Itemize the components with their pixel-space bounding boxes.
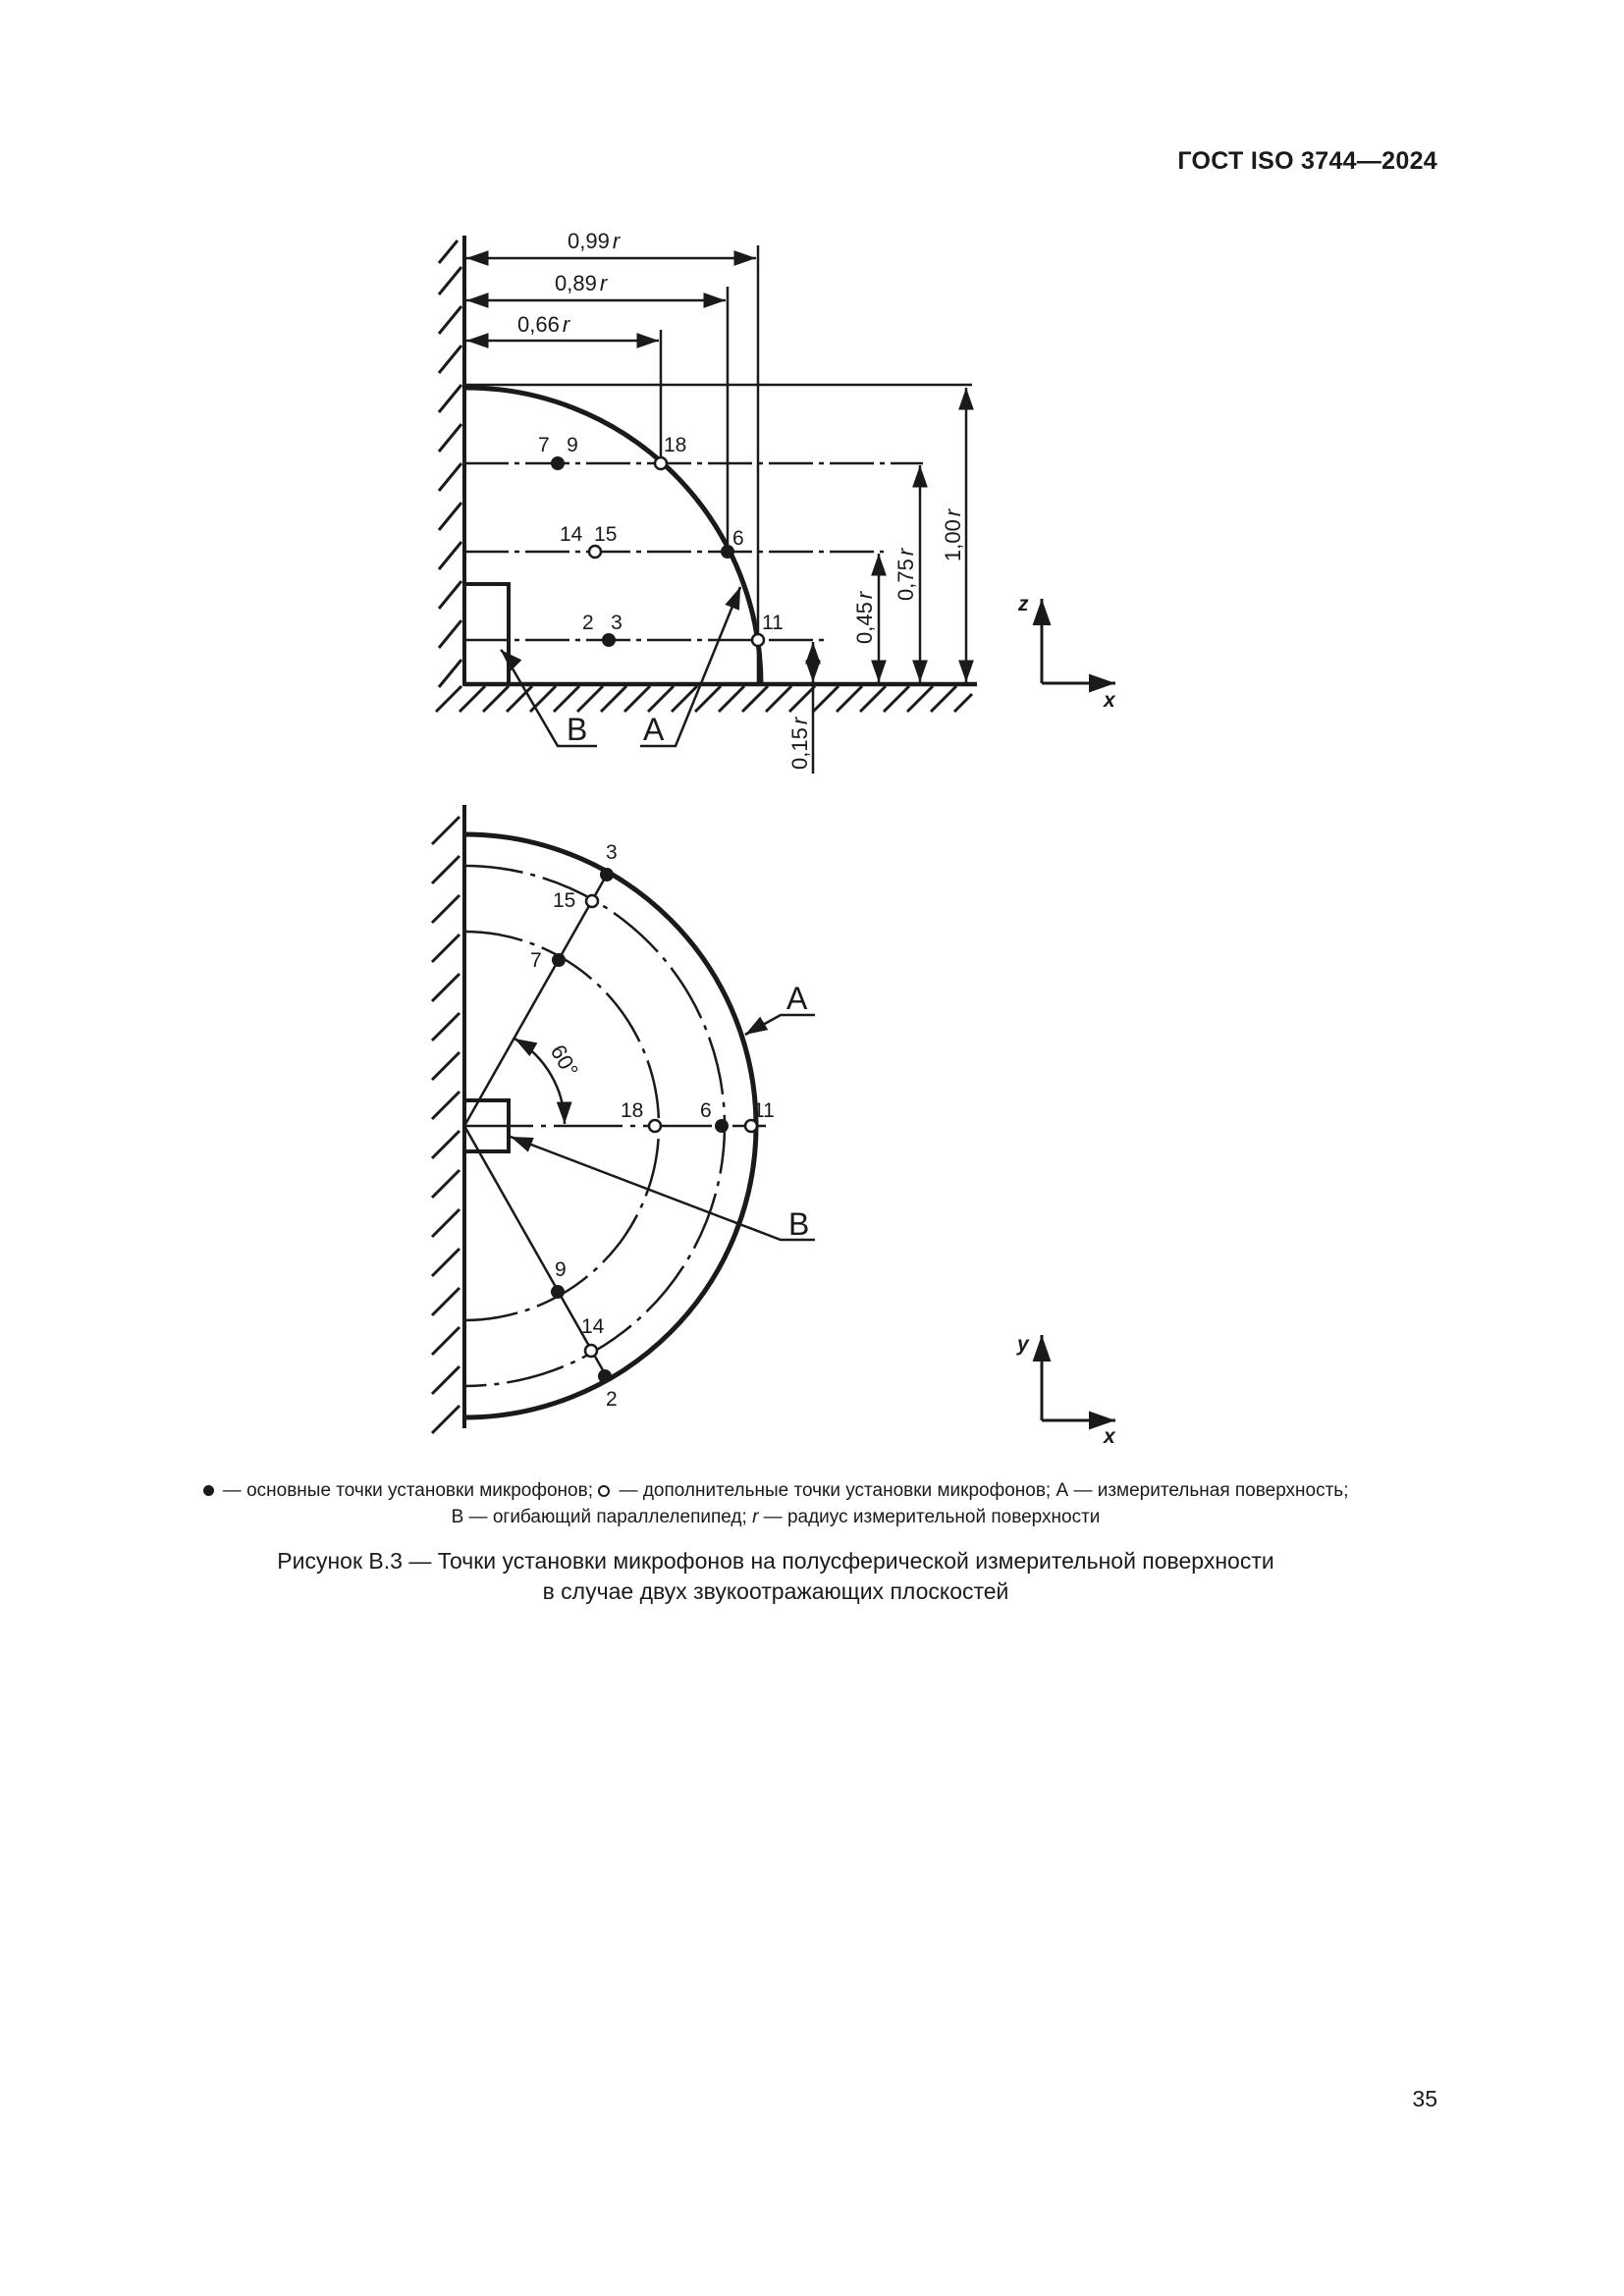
legend-line-2: В — огибающий параллелепипед; r — радиус… <box>451 1507 1101 1527</box>
mic-point-3 <box>600 868 614 881</box>
plan-view-diagram: 60° 3 15 7 18 6 11 9 14 2 A B y x <box>430 805 1116 1448</box>
svg-text:y: y <box>1016 1333 1030 1356</box>
svg-text:3: 3 <box>606 841 618 864</box>
mic-point-11 <box>750 632 766 648</box>
mic-point-6 <box>721 545 734 559</box>
callout-b-label: B <box>788 1206 809 1242</box>
svg-text:11: 11 <box>762 612 784 634</box>
reference-box <box>462 582 511 686</box>
svg-text:18: 18 <box>664 434 686 456</box>
measurement-surface-arc <box>463 385 764 685</box>
svg-text:0,75r: 0,75r <box>893 547 918 601</box>
figure-legend: — основные точки установки микрофонов; —… <box>108 1477 1443 1530</box>
svg-text:11: 11 <box>753 1099 775 1122</box>
svg-text:1,00r: 1,00r <box>941 507 965 561</box>
side-wall-hatch <box>430 815 461 1435</box>
callout-b-label: B <box>567 712 587 747</box>
mic-point-7-9 <box>551 456 565 470</box>
svg-text:z: z <box>1017 593 1029 615</box>
mic-point-14-15 <box>587 544 603 560</box>
mic-point-6 <box>715 1119 729 1133</box>
vertical-wall-hatch <box>437 240 463 688</box>
document-header: ГОСТ ISO 3744—2024 <box>1177 147 1437 175</box>
svg-text:0,99r: 0,99r <box>568 229 622 253</box>
legend-line-1: — основные точки установки микрофонов; —… <box>108 1477 1443 1504</box>
svg-text:0,45r: 0,45r <box>852 590 877 644</box>
callout-a-label: A <box>643 712 665 747</box>
svg-text:x: x <box>1103 1425 1116 1448</box>
mic-point-7 <box>552 953 566 967</box>
svg-text:15: 15 <box>553 889 575 912</box>
mic-point-2-3 <box>602 633 616 647</box>
svg-text:7 9: 7 9 <box>538 434 578 456</box>
angle-arc <box>514 1037 572 1125</box>
figure-caption: Рисунок В.3 — Точки установки микрофонов… <box>277 1548 1274 1604</box>
svg-text:x: x <box>1103 689 1116 712</box>
page-number: 35 <box>1412 2086 1437 2111</box>
mic-point-9 <box>551 1285 565 1299</box>
filled-point-icon <box>202 1485 214 1497</box>
svg-text:18: 18 <box>621 1099 643 1122</box>
radial-line-upper <box>462 874 609 1127</box>
mic-point-18 <box>653 455 669 471</box>
open-point-icon <box>598 1484 611 1497</box>
mic-point-18 <box>647 1118 663 1134</box>
svg-text:14 15: 14 15 <box>560 523 617 546</box>
svg-text:9: 9 <box>555 1258 567 1281</box>
svg-text:0,15r: 0,15r <box>787 716 812 770</box>
mic-point-2 <box>598 1369 612 1383</box>
callout-a-label: A <box>786 981 808 1016</box>
svg-text:2 3: 2 3 <box>582 612 623 634</box>
svg-text:14: 14 <box>581 1315 605 1338</box>
svg-text:6: 6 <box>732 527 744 550</box>
svg-text:7: 7 <box>530 949 542 972</box>
svg-text:2: 2 <box>606 1388 618 1411</box>
svg-text:6: 6 <box>700 1099 712 1122</box>
mic-point-14 <box>583 1343 599 1359</box>
svg-text:0,89r: 0,89r <box>555 271 609 295</box>
ground-hatch <box>434 684 974 714</box>
mic-point-15 <box>584 893 600 909</box>
mic-point-11 <box>743 1118 759 1134</box>
svg-text:0,66r: 0,66r <box>517 312 571 337</box>
radial-line-lower <box>462 1125 609 1378</box>
